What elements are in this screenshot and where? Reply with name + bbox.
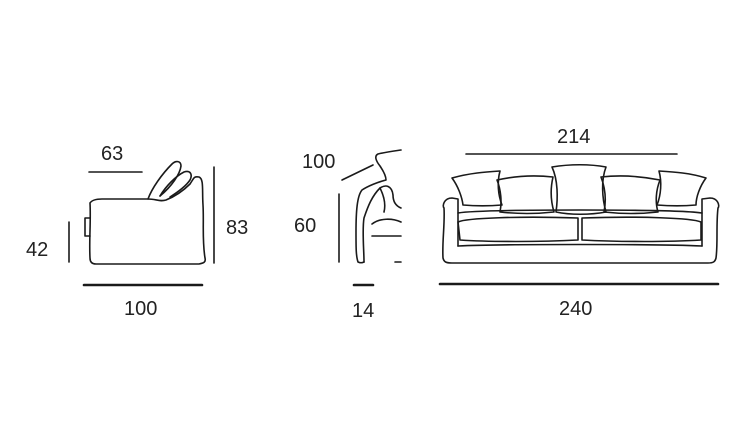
arm-diagonal-label: 100 — [302, 151, 335, 173]
arm-height-label: 60 — [294, 215, 316, 237]
front-total-width-label: 240 — [559, 298, 592, 320]
side-view: 63 42 83 100 — [26, 143, 248, 320]
sofa-front-silhouette — [441, 163, 720, 264]
side-total-height-label: 83 — [226, 217, 248, 239]
arm-silhouette — [355, 149, 402, 264]
front-inner-width-label: 214 — [557, 126, 590, 148]
side-total-depth-label: 100 — [124, 298, 157, 320]
arm-view: 100 60 14 — [294, 149, 402, 322]
arm-diagonal-line — [341, 164, 374, 181]
side-seat-height-label: 42 — [26, 239, 48, 261]
sofa-side-silhouette — [84, 160, 207, 265]
arm-width-label: 14 — [352, 300, 374, 322]
side-seat-depth-label: 63 — [101, 143, 123, 165]
front-view: 214 240 — [438, 126, 720, 320]
